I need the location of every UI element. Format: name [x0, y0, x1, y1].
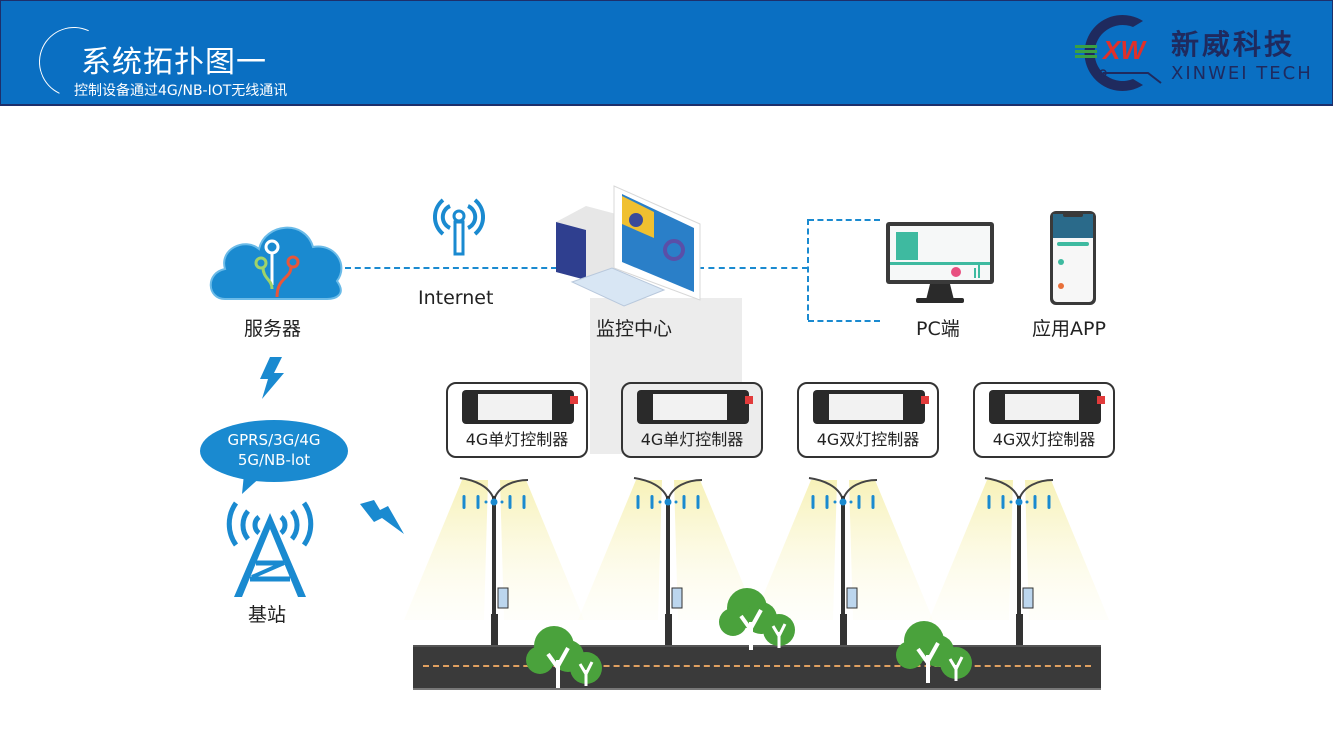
controller-device-image — [637, 390, 753, 424]
connection-line-pc-top — [808, 219, 880, 221]
logo-english-name: XINWEI TECH — [1171, 63, 1313, 84]
lightning-icon — [260, 357, 284, 399]
header-banner: 系统拓扑图一 控制设备通过4G/NB-IOT无线通讯 XW 新威科技 XINWE… — [0, 0, 1333, 107]
logo-mark-icon: XW — [1075, 15, 1162, 92]
server-label: 服务器 — [244, 318, 302, 340]
connection-line-vertical — [807, 219, 809, 320]
tree — [896, 621, 972, 683]
controller-label: 4G单灯控制器 — [465, 430, 569, 449]
tree — [526, 626, 602, 688]
controller-label: 4G双灯控制器 — [992, 430, 1096, 449]
street-lamp — [753, 477, 933, 646]
network-type-line-2: 5G/NB-lot — [237, 451, 311, 469]
controller-device-image — [462, 390, 578, 424]
wireless-signal-icon — [636, 495, 700, 509]
logo-chinese-name: 新威科技 — [1171, 28, 1296, 61]
controller-bubble: 4G双灯控制器 — [797, 382, 939, 458]
controller-bubble: 4G单灯控制器 — [446, 382, 588, 458]
page-title: 系统拓扑图一 — [81, 45, 267, 80]
street-lamp — [578, 477, 758, 646]
tree — [719, 588, 795, 650]
cloud-server-icon — [209, 226, 343, 300]
wireless-signal-icon — [987, 495, 1051, 509]
antenna-icon — [433, 198, 485, 256]
controller-bubble: 4G单灯控制器 — [621, 382, 763, 458]
pc-label: PC端 — [916, 318, 960, 340]
connection-line-pc-bottom — [808, 320, 880, 322]
base-station-tower-icon — [226, 501, 314, 597]
controller-device-image — [813, 390, 929, 424]
connection-line-monitor-clients — [698, 267, 808, 269]
lightning-icon — [360, 500, 404, 534]
page-subtitle: 控制设备通过4G/NB-IOT无线通讯 — [74, 83, 288, 99]
wireless-signal-icon — [462, 495, 526, 509]
app-label: 应用APP — [1032, 318, 1106, 340]
pc-terminal-icon — [886, 222, 994, 303]
monitor-center-label: 监控中心 — [596, 318, 673, 340]
controller-device-image — [989, 390, 1105, 424]
street-lamp — [929, 477, 1109, 646]
internet-label: Internet — [418, 287, 494, 309]
base-station-label: 基站 — [248, 604, 287, 626]
bubble-tail — [242, 474, 264, 494]
controller-bubble: 4G双灯控制器 — [973, 382, 1115, 458]
mobile-app-icon — [1050, 211, 1096, 305]
controller-label: 4G单灯控制器 — [640, 430, 744, 449]
road — [413, 645, 1101, 690]
svg-text:XW: XW — [1101, 35, 1147, 65]
connection-line-server-monitor — [345, 267, 557, 269]
computer-monitor-icon — [556, 185, 701, 307]
company-logo: XW 新威科技 XINWEI TECH — [1073, 13, 1313, 93]
wireless-signal-icon — [811, 495, 875, 509]
controller-label: 4G双灯控制器 — [816, 430, 920, 449]
network-type-bubble: GPRS/3G/4G 5G/NB-lot — [200, 420, 348, 482]
lane-marking — [423, 665, 1091, 667]
street-lamp — [404, 477, 584, 646]
network-type-line-1: GPRS/3G/4G — [227, 431, 321, 449]
